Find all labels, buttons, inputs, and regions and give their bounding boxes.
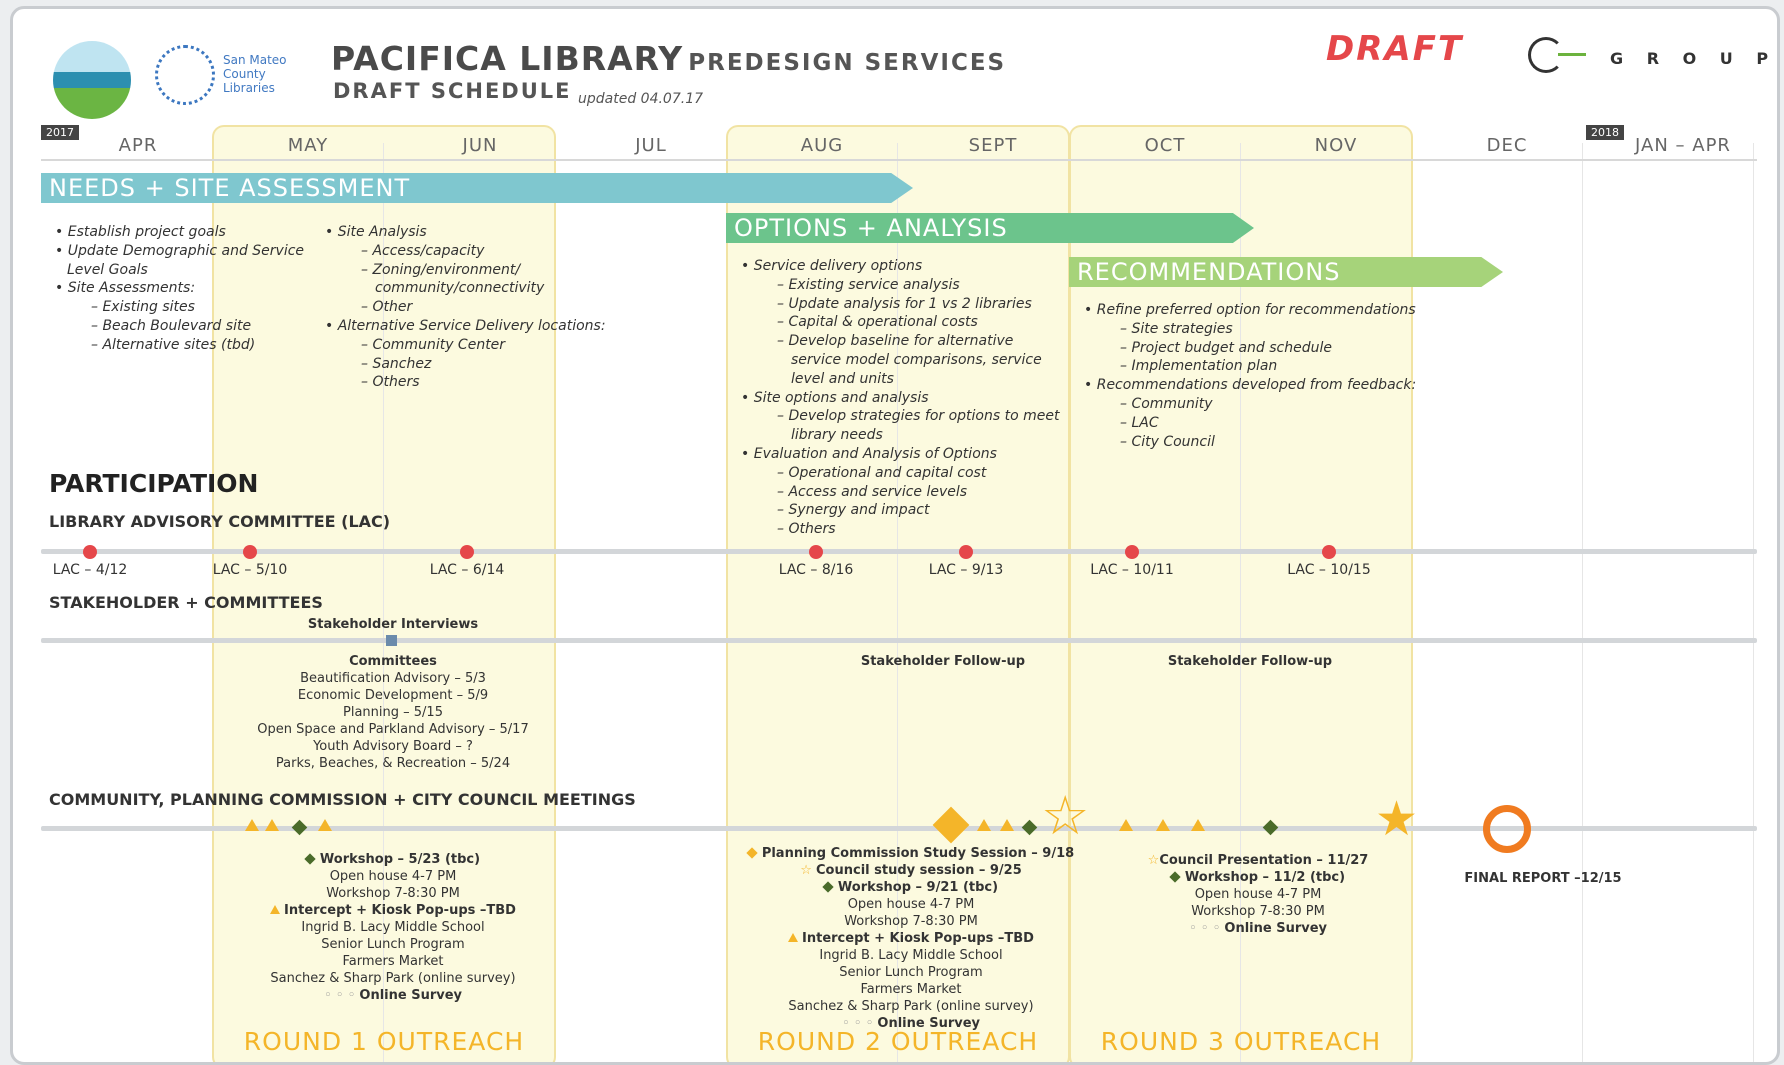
intercept-marker <box>245 819 259 831</box>
options-list: Service delivery options Existing servic… <box>741 257 1071 539</box>
group4-logo-icon <box>1528 37 1564 73</box>
group4-logo-text: G R O U P 4 <box>1610 49 1778 68</box>
month-sept: SEPT <box>968 135 1018 156</box>
lac-marker <box>959 545 973 559</box>
stakeholder-marker <box>386 635 397 646</box>
council-study-star-icon: ☆ <box>1041 784 1090 847</box>
month-aug: AUG <box>800 135 844 156</box>
needs-site-assessment-bar: NEEDS + SITE ASSESSMENT <box>41 173 913 203</box>
council-presentation-star-icon: ★ <box>1375 791 1419 847</box>
round1-events: Workshop – 5/23 (tbc) Open house 4-7 PM … <box>270 852 516 1003</box>
intercept-marker <box>1191 819 1205 831</box>
year-2018: 2018 <box>1586 125 1624 140</box>
group4-logo-mark <box>1558 53 1586 56</box>
lac-label: LAC – 9/13 <box>928 562 1004 578</box>
lac-heading: LIBRARY ADVISORY COMMITTEE (LAC) <box>49 512 391 531</box>
month-apr: APR <box>118 135 158 156</box>
month-oct: OCT <box>1144 135 1186 156</box>
stakeholder-interviews-label: Stakeholder Interviews <box>307 617 479 632</box>
header-rule <box>41 159 1757 161</box>
round-1-label: ROUND 1 OUTREACH <box>243 1027 525 1056</box>
needs-list-2: Site Analysis Access/capacity Zoning/env… <box>325 223 625 392</box>
lac-label: LAC – 8/16 <box>778 562 854 578</box>
round-2-label: ROUND 2 OUTREACH <box>757 1027 1039 1056</box>
lac-marker <box>1125 545 1139 559</box>
month-jul: JUL <box>635 135 667 156</box>
participation-heading: PARTICIPATION <box>49 469 259 498</box>
smcl-logo-icon <box>155 45 215 105</box>
lac-marker <box>83 545 97 559</box>
page-title: PACIFICA LIBRARY PREDESIGN SERVICES <box>331 39 1007 78</box>
round-3-label: ROUND 3 OUTREACH <box>1100 1027 1382 1056</box>
lac-label: LAC – 6/14 <box>429 562 505 578</box>
draft-label: DRAFT <box>1326 29 1464 69</box>
intercept-marker <box>265 819 279 831</box>
round3-events: ☆Council Presentation – 11/27 Workshop –… <box>1147 853 1369 936</box>
needs-list-1: Establish project goals Update Demograph… <box>55 223 325 355</box>
lac-timeline <box>41 549 1757 554</box>
intercept-marker <box>977 819 991 831</box>
month-jan-apr: JAN – APR <box>1635 135 1731 156</box>
options-analysis-bar: OPTIONS + ANALYSIS <box>726 213 1254 243</box>
intercept-marker <box>1000 819 1014 831</box>
lac-label: LAC – 5/10 <box>212 562 288 578</box>
year-2017: 2017 <box>41 125 79 140</box>
schedule-page: { "logos":{"pacifica_text":"City of Paci… <box>10 6 1780 1065</box>
stakeholder-followup-2: Stakeholder Follow-up <box>1167 654 1333 669</box>
lac-marker <box>243 545 257 559</box>
lac-label: LAC – 4/12 <box>52 562 128 578</box>
month-jun: JUN <box>462 135 498 156</box>
month-may: MAY <box>287 135 329 156</box>
updated-date: updated 04.07.17 <box>578 91 704 107</box>
month-nov: NOV <box>1314 135 1358 156</box>
lac-label: LAC – 10/15 <box>1287 562 1371 578</box>
round2-events: Planning Commission Study Session – 9/18… <box>721 845 1101 1032</box>
committees-list: Committees Beautification Advisory – 5/3… <box>257 654 529 771</box>
lac-marker <box>809 545 823 559</box>
pacifica-logo <box>53 41 131 119</box>
page-subtitle: DRAFT SCHEDULE <box>333 79 572 103</box>
stakeholder-followup-1: Stakeholder Follow-up <box>860 654 1026 669</box>
community-heading: COMMUNITY, PLANNING COMMISSION + CITY CO… <box>49 790 636 809</box>
stakeholder-timeline <box>41 638 1757 643</box>
lac-label: LAC – 10/11 <box>1090 562 1174 578</box>
intercept-marker <box>1119 819 1133 831</box>
community-timeline <box>41 826 1757 831</box>
lac-marker <box>1322 545 1336 559</box>
lac-marker <box>460 545 474 559</box>
recommendations-list: Refine preferred option for recommendati… <box>1084 301 1424 451</box>
final-report-label: FINAL REPORT –12/15 <box>1464 871 1622 886</box>
month-dec: DEC <box>1486 135 1528 156</box>
intercept-marker <box>1156 819 1170 831</box>
stakeholder-heading: STAKEHOLDER + COMMITTEES <box>49 593 323 612</box>
final-report-marker <box>1483 805 1531 853</box>
intercept-marker <box>318 819 332 831</box>
recommendations-bar: RECOMMENDATIONS <box>1069 257 1503 287</box>
